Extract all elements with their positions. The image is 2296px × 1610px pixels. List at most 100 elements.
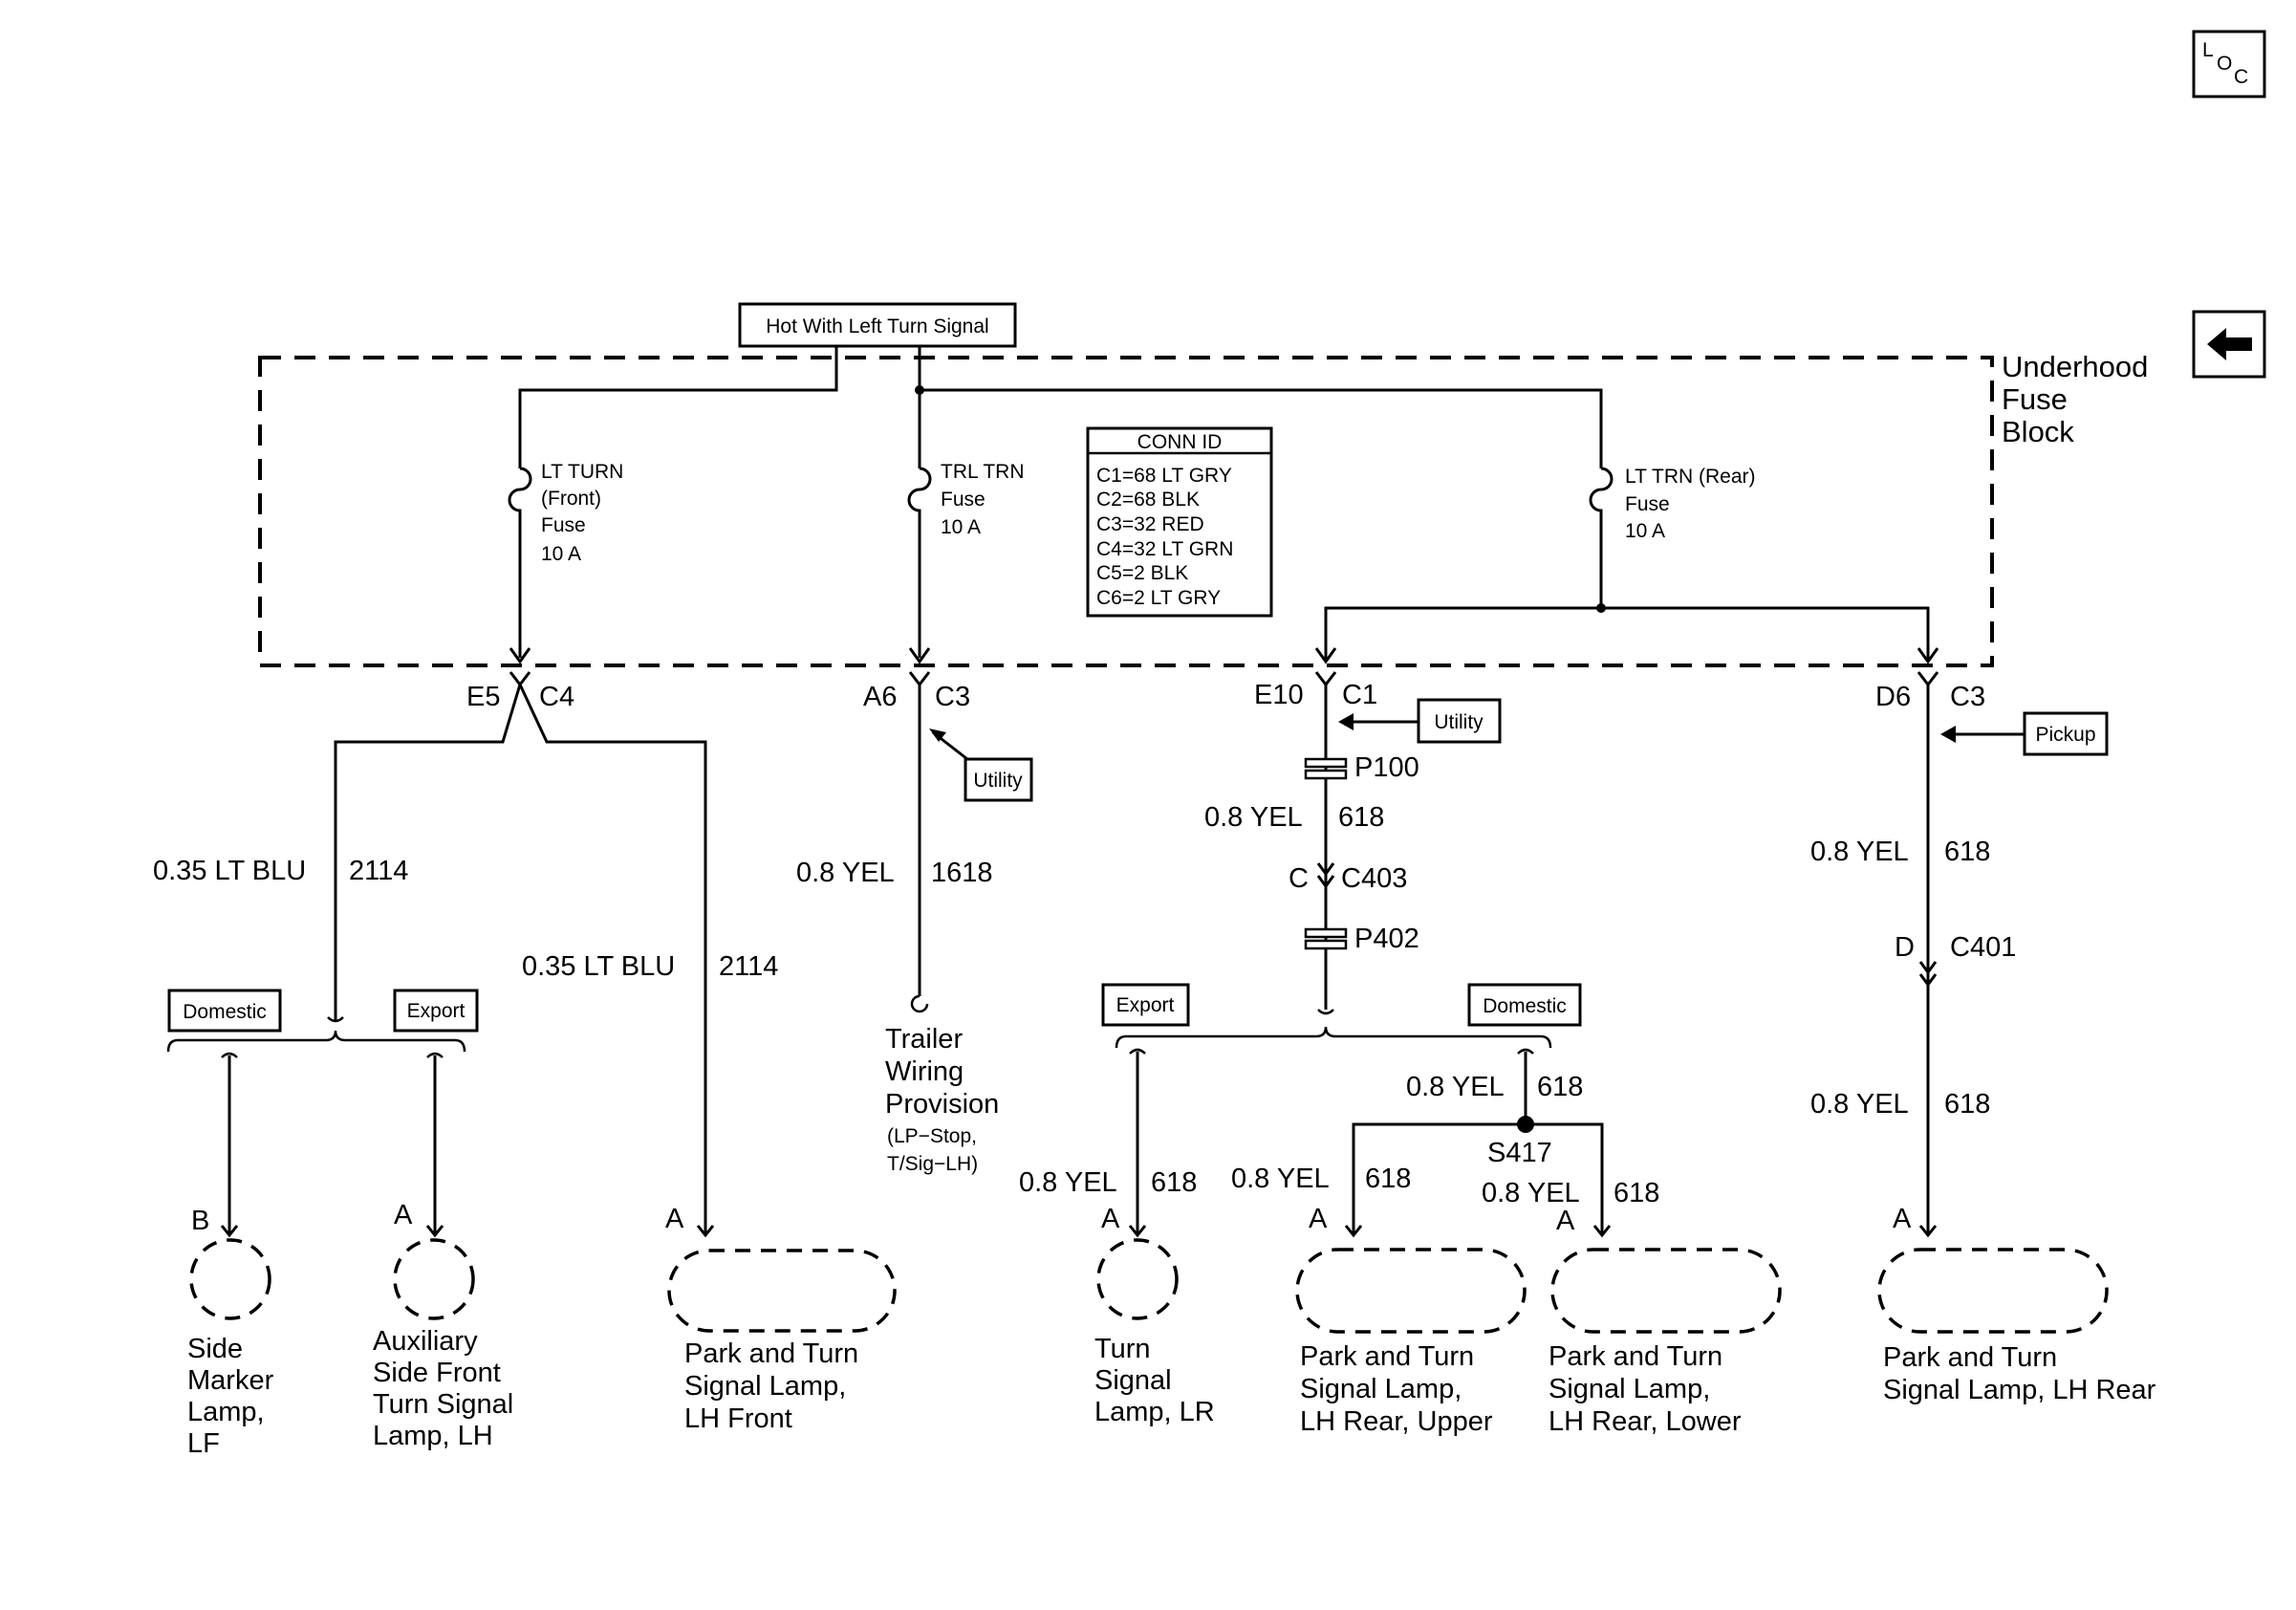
pin-park-upper: A — [1309, 1204, 1328, 1234]
aux-side-label-4: Lamp, LH — [373, 1421, 493, 1451]
supply-label: Hot With Left Turn Signal — [766, 315, 988, 337]
turn-lr-label-2: Signal — [1094, 1365, 1172, 1396]
option-bracket-center — [1115, 1026, 1552, 1049]
fuse-front-label-2: (Front) — [541, 488, 601, 510]
park-lower-label-2: Signal Lamp, — [1549, 1374, 1710, 1404]
fuse-front-label-4: 10 A — [541, 543, 581, 565]
connector-e5: E5 — [466, 682, 500, 712]
fuse-rear-label-3: 10 A — [1625, 520, 1665, 542]
park-front-label-1: Park and Turn — [684, 1338, 858, 1369]
turn-lr-label-1: Turn — [1094, 1334, 1151, 1364]
wire-yel-618-rear-top-circuit: 618 — [1944, 837, 1990, 867]
park-lower-lamp — [1550, 1248, 1782, 1334]
park-upper-label-1: Park and Turn — [1300, 1341, 1474, 1372]
wire-s417-bus — [1352, 1122, 1604, 1233]
side-marker-label-2: Marker — [187, 1365, 274, 1396]
pin-turn-lr: A — [1101, 1204, 1120, 1234]
wire-yel-618-p100-color: 0.8 YEL — [1204, 802, 1303, 833]
fuse-block-outline — [258, 356, 1994, 667]
connector-c3-rear: C3 — [1950, 682, 1985, 712]
pin-park-front: A — [665, 1204, 684, 1234]
wire-2114-left — [334, 684, 522, 1021]
park-rear-lamp — [1877, 1248, 2109, 1334]
p402-passthrough — [1304, 927, 1348, 950]
connector-c1: C1 — [1342, 680, 1377, 710]
pin-side-marker: B — [191, 1206, 209, 1236]
s417-label: S417 — [1487, 1138, 1552, 1168]
conn-id-row: C2=68 BLK — [1096, 489, 1200, 511]
fuse-rear-symbol — [1589, 467, 1614, 608]
loc-letter-l: L — [2202, 39, 2214, 61]
conn-id-table: CONN ID C1=68 LT GRY C2=68 BLK C3=32 RED… — [1086, 426, 1273, 618]
wire-lt-blu-left-circuit: 2114 — [349, 856, 408, 886]
c401-label: C401 — [1950, 932, 2016, 963]
aux-side-label-1: Auxiliary — [373, 1326, 478, 1357]
conn-id-row: C3=32 RED — [1096, 513, 1204, 535]
wire-yel-1618-color: 0.8 YEL — [796, 858, 895, 888]
svg-text:Utility: Utility — [1434, 711, 1484, 733]
fuse-trl-label-2: Fuse — [941, 489, 986, 511]
park-upper-label-2: Signal Lamp, — [1300, 1374, 1462, 1404]
loc-letter-o: O — [2217, 53, 2232, 75]
svg-text:Domestic: Domestic — [1483, 995, 1567, 1017]
svg-text:Domestic: Domestic — [183, 1001, 267, 1023]
turn-lr-lamp — [1096, 1238, 1179, 1320]
fuse-front-symbol — [508, 467, 532, 658]
turn-lr-label-3: Lamp, LR — [1094, 1397, 1215, 1427]
bus-rear-split — [1324, 606, 1930, 660]
bus-main — [918, 346, 1603, 468]
pin-park-lower: A — [1556, 1206, 1575, 1236]
trailer-label-3: Provision — [885, 1089, 999, 1120]
fuse-trl-symbol — [907, 467, 932, 658]
svg-text:Utility: Utility — [973, 770, 1023, 792]
trailer-label-2: Wiring — [885, 1056, 964, 1087]
pin-park-rear: A — [1893, 1204, 1912, 1234]
park-front-label-2: Signal Lamp, — [684, 1371, 846, 1402]
park-lower-label-1: Park and Turn — [1549, 1341, 1722, 1372]
bus-front — [518, 346, 838, 468]
loc-icon[interactable]: L O C — [2192, 30, 2266, 98]
conn-id-row: C5=2 BLK — [1096, 562, 1188, 584]
connector-c4: C4 — [539, 682, 574, 712]
option-domestic-left: Domestic — [167, 989, 282, 1033]
fuse-block-name-line2: Fuse — [2002, 382, 2068, 416]
fuse-front-label-1: LT TURN — [541, 461, 623, 483]
wire-yel-618-s417-circuit: 618 — [1537, 1072, 1583, 1102]
wire-yel-618-p100-circuit: 618 — [1338, 802, 1384, 833]
wire-yel-618-s417-color: 0.8 YEL — [1406, 1072, 1505, 1102]
supply-label-box: Hot With Left Turn Signal — [738, 302, 1017, 348]
svg-text:Export: Export — [1116, 994, 1175, 1016]
left-arrow-icon[interactable] — [2192, 310, 2266, 379]
connector-a6: A6 — [863, 682, 897, 712]
option-domestic-center: Domestic — [1467, 983, 1582, 1027]
option-utility-trl: Utility — [964, 757, 1033, 802]
park-rear-label-2: Signal Lamp, LH Rear — [1883, 1375, 2156, 1405]
conn-id-row: C1=68 LT GRY — [1096, 465, 1232, 487]
park-rear-label-1: Park and Turn — [1883, 1342, 2057, 1373]
park-front-lamp — [667, 1249, 897, 1333]
wire-lt-blu-left-color: 0.35 LT BLU — [153, 856, 306, 886]
c403-pin: C — [1289, 863, 1309, 894]
trailer-note-1: (LP−Stop, — [887, 1125, 977, 1147]
wire-yel-618-rear-bottom-circuit: 618 — [1944, 1089, 1990, 1120]
fuse-trl-label-3: 10 A — [941, 516, 981, 538]
wire-yel-618-lower-circuit: 618 — [1614, 1178, 1659, 1208]
p100-passthrough — [1304, 757, 1348, 780]
fuse-block-name-line1: Underhood — [2002, 350, 2148, 383]
side-marker-lamp — [189, 1238, 271, 1320]
p402-label: P402 — [1354, 924, 1419, 954]
conn-id-row: C6=2 LT GRY — [1096, 587, 1221, 609]
wire-yel-618-upper-circuit: 618 — [1365, 1164, 1411, 1194]
aux-side-lamp — [393, 1238, 475, 1320]
wire-yel-618-upper-color: 0.8 YEL — [1231, 1164, 1330, 1194]
park-lower-label-3: LH Rear, Lower — [1549, 1406, 1742, 1437]
fuse-block-name-line3: Block — [2002, 415, 2074, 448]
conn-id-row: C4=32 LT GRN — [1096, 538, 1233, 560]
option-bracket-left — [166, 1030, 466, 1053]
wire-lt-blu-right-color: 0.35 LT BLU — [522, 951, 675, 982]
wire-yel-618-turn-circuit: 618 — [1151, 1167, 1197, 1198]
fuse-rear-label-2: Fuse — [1625, 493, 1670, 515]
trailer-note-2: T/Sig−LH) — [887, 1153, 978, 1175]
conn-id-title: CONN ID — [1137, 431, 1223, 453]
